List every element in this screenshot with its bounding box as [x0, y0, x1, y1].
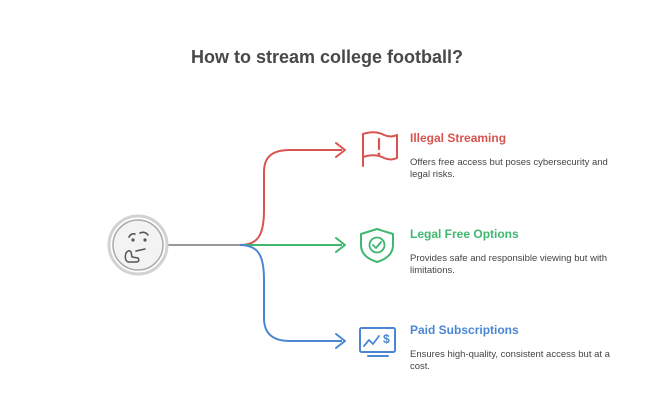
connector-illegal-streaming	[239, 149, 342, 246]
connector-paid-subscriptions	[239, 244, 342, 342]
arrowhead-illegal-streaming	[335, 142, 346, 158]
option-description-paid-subscriptions: Ensures high-quality, consistent access …	[410, 349, 610, 372]
monitor-dollar-icon: $	[359, 327, 396, 357]
arrowhead-paid-subscriptions	[335, 333, 346, 349]
option-description-legal-free-options: Provides safe and responsible viewing bu…	[410, 253, 607, 276]
thinking-face-icon	[107, 214, 169, 276]
option-title-paid-subscriptions: Paid Subscriptions	[410, 323, 519, 337]
option-title-legal-free-options: Legal Free Options	[410, 227, 519, 241]
warning-flag-icon	[362, 131, 398, 167]
page-title: How to stream college football?	[190, 47, 464, 67]
option-description-illegal-streaming: Offers free access but poses cybersecuri…	[410, 157, 608, 180]
svg-text:$: $	[383, 332, 390, 346]
shield-check-icon	[360, 228, 394, 263]
arrowhead-legal-free-options	[335, 237, 346, 253]
option-title-illegal-streaming: Illegal Streaming	[410, 131, 507, 145]
